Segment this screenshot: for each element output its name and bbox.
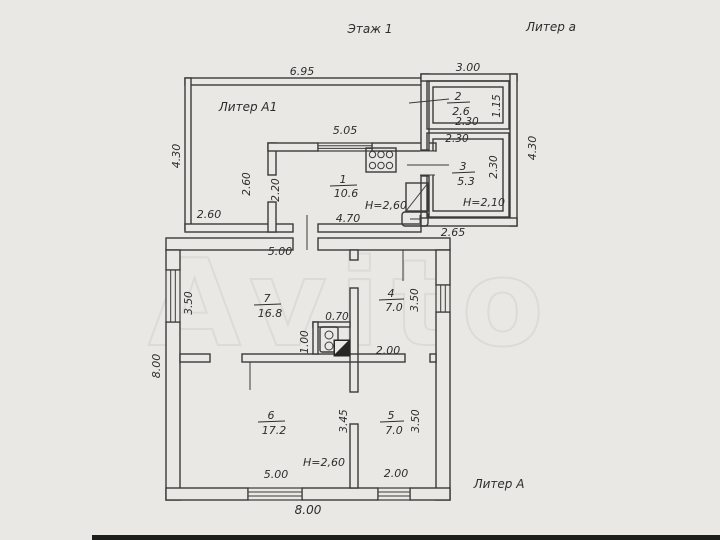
room-3-height-note: H=2,10 [463,196,505,209]
room-6-area: 17.2 [262,424,287,437]
left-window [165,269,181,323]
dim-kitchen-top: 5.05 [333,124,358,137]
liter-main-label: Литер А [473,477,525,491]
dim-nook-depth: 1.00 [299,330,311,354]
room-4-fraction-line [378,298,405,301]
dim-room7-depth: 3.50 [183,291,195,315]
dim-nook-width: 0.70 [325,311,349,323]
room2-outline [426,80,510,130]
right-window [435,284,451,313]
bottom-window-right [377,487,411,501]
dim-house-height: 8.00 [150,354,163,379]
dim-room7-width: 5.00 [268,245,293,258]
room-5-fraction-line [379,420,405,423]
kitchen-window [317,142,373,152]
dim-room4-depth: 3.50 [409,288,421,312]
dim-room6-bottom: 5.00 [264,468,289,481]
room2-inner-outline [432,86,504,124]
room-6-fraction-line [257,420,286,423]
dim-block-height: 4.30 [526,136,539,161]
dim-block-width: 3.00 [456,61,481,74]
sink-icon [401,211,429,227]
dim-block-bottom: 2.65 [441,226,466,239]
stove-icon [365,147,397,173]
annex-walls [184,73,437,233]
room-7-number: 7 [264,292,271,305]
room-1-height-note: H=2,60 [365,199,407,212]
dim-annex-bottom: 2.60 [197,208,222,221]
room-2-area: 2.6 [452,105,470,118]
room3-door-gap [420,151,435,175]
room-6-number: 6 [268,409,275,422]
dim-room6-depth: 3.45 [338,409,350,433]
dim-house-width: 8.00 [295,503,322,517]
dim-room2-depth: 1.15 [491,94,503,118]
furnace-icon [333,339,351,357]
room-1-fraction-line [329,184,358,187]
room-5-number: 5 [388,409,395,422]
room-4-area: 7.0 [385,301,403,314]
dim-annex-width: 6.95 [290,65,315,78]
room-5-area: 7.0 [385,424,403,437]
bottom-window-left [247,487,303,501]
dim-room5-bottom: 2.00 [384,467,409,480]
block-walls [420,73,518,227]
room-1-number: 1 [340,173,347,186]
water-heater-icon [405,182,429,212]
room2-leader-line [408,98,450,104]
room-6-height-note: H=2,60 [303,456,345,469]
room-2-number: 2 [455,90,462,103]
room-3-fraction-line [451,171,476,174]
scan-edge [92,535,720,540]
room-7-fraction-line [253,303,282,306]
room-3-number: 3 [460,160,467,173]
floor-title: Этаж 1 [347,22,393,36]
room-7-area: 16.8 [258,307,283,320]
room-4-number: 4 [388,287,395,300]
dim-kitchen-width: 4.70 [336,212,361,225]
room-3-area: 5.3 [457,175,475,188]
dim-room3-depth: 2.30 [488,155,500,179]
room-2-fraction-line [446,101,471,104]
dim-room2-width: 2.30 [455,116,479,128]
dim-room4-bottom: 2.00 [376,344,401,357]
dim-room5-depth: 3.50 [410,409,422,433]
dim-room3-top: 2.30 [445,133,469,145]
main-house-walls [165,237,451,501]
dim-kitchen-depth-outer: 2.60 [241,172,253,196]
dim-kitchen-depth-inner: 2.20 [270,178,282,202]
dim-annex-height: 4.30 [170,144,183,169]
liter-a1-label: Литер А1 [218,100,277,114]
liter-a-label: Литер а [525,20,576,34]
room-1-area: 10.6 [334,187,359,200]
